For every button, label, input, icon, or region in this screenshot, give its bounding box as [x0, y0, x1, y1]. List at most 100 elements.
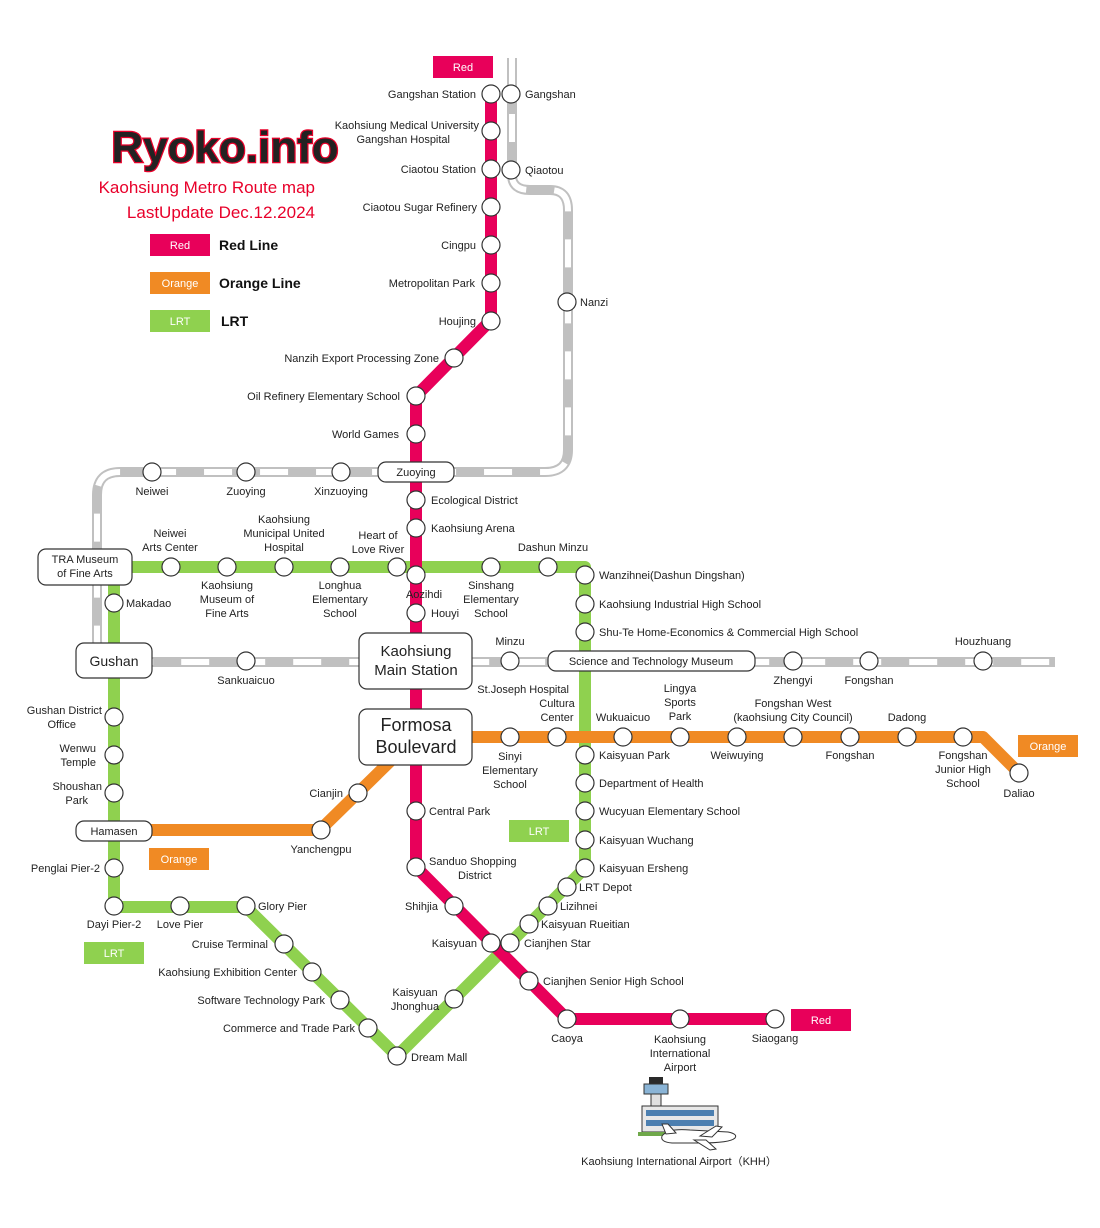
- hub-hamasen[interactable]: [75, 820, 153, 842]
- station-shoushan-park[interactable]: [104, 783, 124, 803]
- station-cianjhen-shs[interactable]: [519, 971, 539, 991]
- station-fongshan-jhs[interactable]: [953, 727, 973, 747]
- station-dream-mall[interactable]: [387, 1046, 407, 1066]
- station-fongshan[interactable]: [840, 727, 860, 747]
- station-tra-zuoying[interactable]: [236, 462, 256, 482]
- station-cianjin[interactable]: [348, 783, 368, 803]
- station-world-games[interactable]: [406, 424, 426, 444]
- station-dadong[interactable]: [897, 727, 917, 747]
- station-sinyi[interactable]: [500, 727, 520, 747]
- label-makadao: Makadao: [126, 598, 171, 610]
- station-houyi[interactable]: [406, 603, 426, 623]
- station-kmu-gangshan[interactable]: [481, 121, 501, 141]
- hub-gushan[interactable]: [75, 642, 153, 679]
- station-glory-pier[interactable]: [236, 896, 256, 916]
- station-kaisyuan-rueitian[interactable]: [519, 914, 539, 934]
- station-kaisyuan[interactable]: [481, 933, 501, 953]
- station-cianjhen-star[interactable]: [500, 933, 520, 953]
- line-badges: Red Red Orange Orange LRT LRT: [84, 56, 1078, 1031]
- station-oil-refinery[interactable]: [406, 386, 426, 406]
- station-dept-health[interactable]: [575, 773, 595, 793]
- station-cruise-terminal[interactable]: [274, 934, 294, 954]
- hub-formosa-label-2: Boulevard: [375, 737, 456, 757]
- station-dashun-minzu[interactable]: [538, 557, 558, 577]
- station-tra-minzu[interactable]: [500, 651, 520, 671]
- label-wenwu-2: Temple: [61, 757, 96, 769]
- station-daliao[interactable]: [1009, 763, 1029, 783]
- station-central-park[interactable]: [406, 801, 426, 821]
- station-cultura-center[interactable]: [547, 727, 567, 747]
- station-tra-gangshan[interactable]: [501, 84, 521, 104]
- station-ecological-district[interactable]: [406, 490, 426, 510]
- station-shihjia[interactable]: [444, 896, 464, 916]
- station-tra-zhengyi[interactable]: [783, 651, 803, 671]
- label-shihjia: Shihjia: [405, 901, 439, 913]
- hub-tra-museum[interactable]: [37, 548, 133, 586]
- station-gushan-district-office[interactable]: [104, 707, 124, 727]
- station-lingya[interactable]: [670, 727, 690, 747]
- label-exhibition-center: Kaohsiung Exhibition Center: [158, 967, 297, 979]
- station-shu-te[interactable]: [575, 622, 595, 642]
- station-metropolitan-park[interactable]: [481, 273, 501, 293]
- station-love-pier[interactable]: [170, 896, 190, 916]
- hub-science-museum[interactable]: [547, 650, 756, 672]
- station-longhua[interactable]: [330, 557, 350, 577]
- station-fongshan-west[interactable]: [783, 727, 803, 747]
- label-siaogang: Siaogang: [752, 1033, 799, 1045]
- station-siaogang[interactable]: [765, 1009, 785, 1029]
- label-rueitian: Kaisyuan Rueitian: [541, 919, 630, 931]
- hub-zuoying[interactable]: [377, 461, 455, 483]
- station-tra-qiaotou[interactable]: [501, 160, 521, 180]
- label-dadong: Dadong: [888, 712, 927, 724]
- station-software-park[interactable]: [330, 990, 350, 1010]
- station-tra-xinzuoying[interactable]: [331, 462, 351, 482]
- hub-main-station[interactable]: [358, 632, 473, 690]
- station-museum-fine-arts[interactable]: [217, 557, 237, 577]
- station-exhibition-center[interactable]: [302, 962, 322, 982]
- label-fongshan: Fongshan: [826, 750, 875, 762]
- station-kaisyuan-park[interactable]: [575, 745, 595, 765]
- station-wanzihnei[interactable]: [575, 565, 595, 585]
- station-caoya[interactable]: [557, 1009, 577, 1029]
- station-tra-fongshan[interactable]: [859, 651, 879, 671]
- station-cingpu[interactable]: [481, 235, 501, 255]
- station-united-hospital[interactable]: [274, 557, 294, 577]
- station-aozihdi[interactable]: [406, 565, 426, 585]
- station-heart-love-river[interactable]: [387, 557, 407, 577]
- station-sinshang[interactable]: [481, 557, 501, 577]
- station-penglai-pier2[interactable]: [104, 858, 124, 878]
- hub-formosa[interactable]: [358, 708, 473, 766]
- station-ciaotou[interactable]: [481, 159, 501, 179]
- station-commerce-trade-park[interactable]: [358, 1018, 378, 1038]
- station-kaisyuan-wuchang[interactable]: [575, 830, 595, 850]
- label-wuchang: Kaisyuan Wuchang: [599, 835, 694, 847]
- station-industrial-hs[interactable]: [575, 594, 595, 614]
- station-dayi-pier2[interactable]: [104, 896, 124, 916]
- station-lrt-depot[interactable]: [557, 877, 577, 897]
- station-tra-houzhuang[interactable]: [973, 651, 993, 671]
- station-weiwuying[interactable]: [727, 727, 747, 747]
- station-tra-neiwei[interactable]: [142, 462, 162, 482]
- station-sanduo[interactable]: [406, 857, 426, 877]
- station-houjing[interactable]: [481, 311, 501, 331]
- station-tra-sankuaicuo[interactable]: [236, 651, 256, 671]
- label-daliao: Daliao: [1003, 788, 1034, 800]
- station-yanchengpu[interactable]: [311, 820, 331, 840]
- station-gangshan-station[interactable]: [481, 84, 501, 104]
- station-kaisyuan-ersheng[interactable]: [575, 858, 595, 878]
- label-nanzih-epz: Nanzih Export Processing Zone: [284, 353, 439, 365]
- station-wukuaicuo[interactable]: [613, 727, 633, 747]
- station-wucyuan-es[interactable]: [575, 801, 595, 821]
- label-sanduo-1: Sanduo Shopping: [429, 856, 516, 868]
- station-kaohsiung-arena[interactable]: [406, 518, 426, 538]
- station-wenwu-temple[interactable]: [104, 745, 124, 765]
- station-airport[interactable]: [670, 1009, 690, 1029]
- station-ciaotou-sugar[interactable]: [481, 197, 501, 217]
- station-tra-nanzi[interactable]: [557, 292, 577, 312]
- station-kaisyuan-jhonghua[interactable]: [444, 989, 464, 1009]
- station-makadao[interactable]: [104, 593, 124, 613]
- station-lizihnei[interactable]: [538, 896, 558, 916]
- label-shoushan-1: Shoushan: [52, 781, 102, 793]
- station-nanzih-epz[interactable]: [444, 348, 464, 368]
- station-neiwei-arts[interactable]: [161, 557, 181, 577]
